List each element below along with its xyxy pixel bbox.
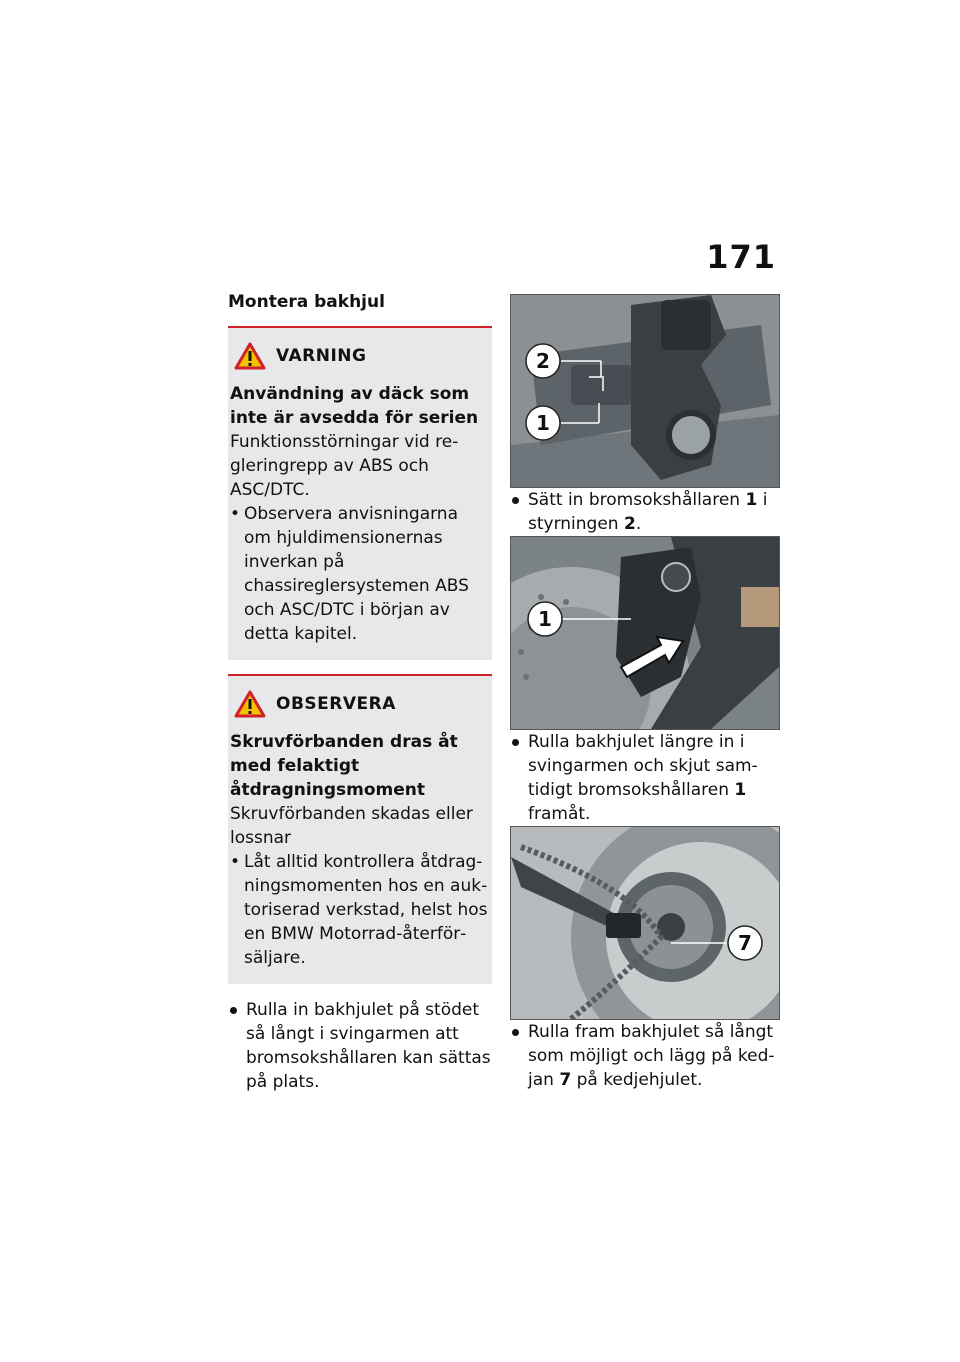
notice-header: OBSERVERA — [230, 690, 490, 718]
notice-subtitle: Skruvförbanden dras åt med felaktigt åtd… — [230, 732, 458, 800]
step-list-2: Rulla bakhjulet längre in i svingarmen o… — [510, 730, 780, 826]
step-text: Sätt in bromsokshållaren — [528, 490, 746, 510]
step-place-chain: Rulla fram bakhjulet så långt som möjlig… — [510, 1020, 780, 1092]
notice-list: Låt alltid kontrollera åtdrag­ningsmomen… — [230, 850, 490, 970]
left-column: Montera bakhjul VARNING Användning av dä… — [228, 292, 492, 1094]
photo-caliper-holder: 2 1 — [510, 294, 780, 488]
step-insert-holder: Sätt in bromsokshållaren 1 i styrningen … — [510, 488, 780, 536]
ref-number: 1 — [734, 780, 747, 800]
warning-label: VARNING — [276, 346, 367, 366]
step-roll-in: Rulla in bakhjulet på stödet så långt i … — [228, 998, 492, 1094]
ref-number: 1 — [745, 490, 758, 510]
step-text: Rulla fram bakhjulet så långt som möjlig… — [528, 1022, 775, 1090]
page-number: 171 — [706, 238, 776, 276]
step-list-1: Sätt in bromsokshållaren 1 i styrningen … — [510, 488, 780, 536]
callout-1: 1 — [538, 607, 552, 631]
notice-text: Skruvförbanden skadas eller lossnar — [230, 804, 473, 848]
step-list-3: Rulla fram bakhjulet så långt som möjlig… — [510, 1020, 780, 1092]
photo-brake-disc-illustration: 1 — [511, 537, 779, 729]
notice-label: OBSERVERA — [276, 694, 396, 714]
step-text: framåt. — [528, 804, 591, 824]
photo-caliper-holder-illustration: 2 1 — [511, 295, 779, 487]
photo-chain-sprocket: 7 — [510, 826, 780, 1020]
right-column: 2 1 Sätt in bromsokshållaren 1 i styrnin… — [510, 294, 780, 1092]
step-push-holder: Rulla bakhjulet längre in i svingarmen o… — [510, 730, 780, 826]
step-text: Rulla bakhjulet längre in i svingarmen o… — [528, 732, 758, 800]
step-text: i styrningen — [528, 490, 768, 534]
section-title: Montera bakhjul — [228, 292, 385, 312]
ref-number: 2 — [623, 514, 636, 534]
warning-triangle-icon — [234, 342, 266, 370]
callout-7: 7 — [738, 931, 752, 955]
warning-header: VARNING — [230, 342, 490, 370]
warning-list: Observera anvisningarna om hjuldimension… — [230, 502, 490, 646]
callout-1: 1 — [536, 411, 550, 435]
notice-bullet: Låt alltid kontrollera åtdrag­ningsmomen… — [230, 850, 490, 970]
photo-chain-sprocket-illustration: 7 — [511, 827, 779, 1019]
ref-number: 7 — [559, 1070, 572, 1090]
photo-brake-disc: 1 — [510, 536, 780, 730]
callout-2: 2 — [536, 349, 550, 373]
warning-bullet: Observera anvisningarna om hjuldimension… — [230, 502, 490, 646]
left-steps: Rulla in bakhjulet på stödet så långt i … — [228, 998, 492, 1094]
notice-box: OBSERVERA Skruvförbanden dras åt med fel… — [228, 674, 492, 984]
warning-triangle-icon — [234, 690, 266, 718]
step-text: . — [635, 514, 642, 534]
warning-subtitle: Användning av däck som inte är avsedda f… — [230, 384, 479, 428]
warning-box: VARNING Användning av däck som inte är a… — [228, 326, 492, 660]
step-text: på kedjehjulet. — [571, 1070, 703, 1090]
warning-text: Funktionsstörningar vid re­gleringrepp a… — [230, 432, 459, 500]
